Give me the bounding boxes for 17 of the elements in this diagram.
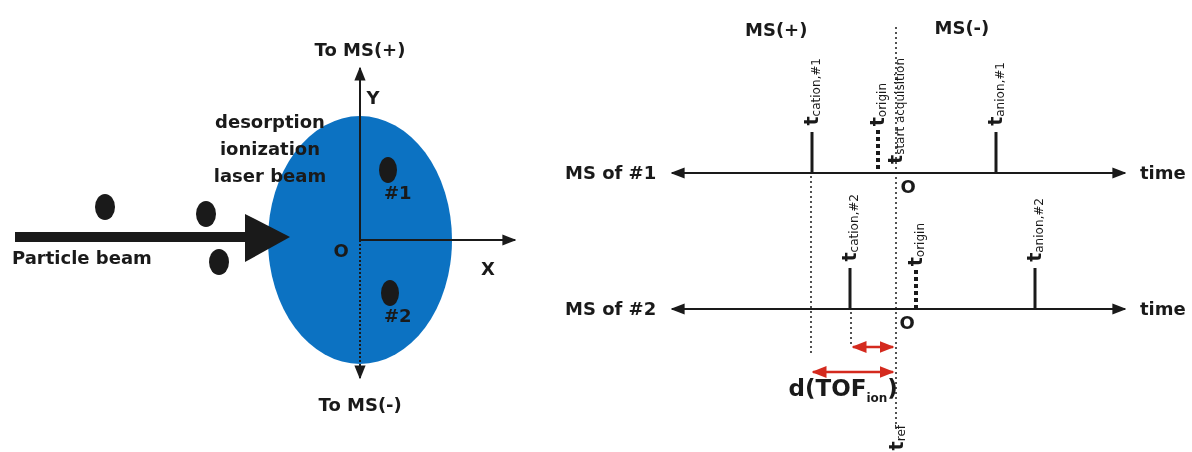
row-label: MS of #2 <box>565 299 657 319</box>
column-heading: MS(-) <box>934 18 990 38</box>
axis-label: Y <box>366 88 380 108</box>
particle-label: #2 <box>384 306 412 326</box>
axis-label: To MS(+) <box>314 40 406 60</box>
beam-label: Particle beam <box>12 248 152 268</box>
particle-label: #1 <box>384 183 412 203</box>
axis-label: time <box>1140 163 1186 183</box>
origin-label: O <box>899 313 915 333</box>
column-heading: MS(+) <box>745 20 808 40</box>
axis-label: X <box>481 259 495 279</box>
origin-label: O <box>333 241 349 261</box>
interval-label: d(TOF$_{ion}$) <box>788 375 898 407</box>
axis-label: To MS(-) <box>318 395 402 415</box>
axis-label: time <box>1140 299 1186 319</box>
row-label: MS of #1 <box>565 163 657 183</box>
origin-label: O <box>900 177 916 197</box>
